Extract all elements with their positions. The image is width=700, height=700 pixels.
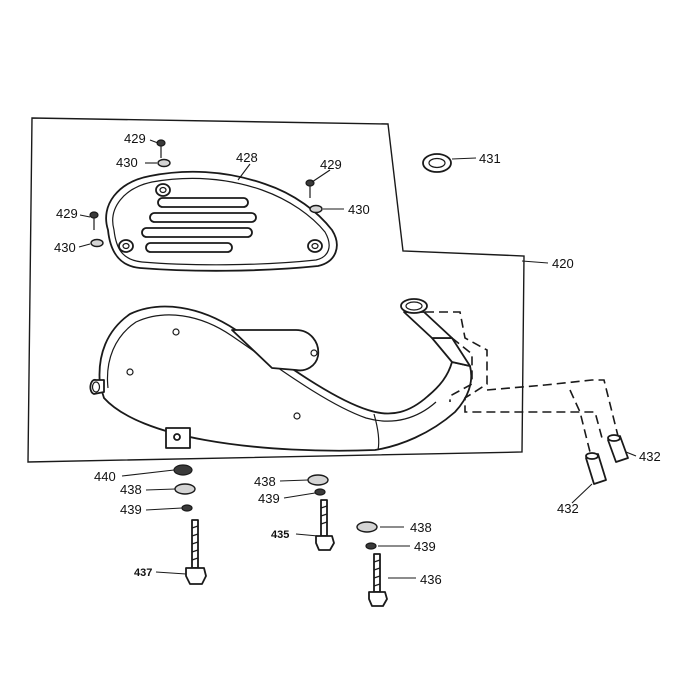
callout-438-right: 438 — [410, 520, 432, 535]
washer-430-right-icon — [309, 204, 323, 214]
screw-429-left-icon — [89, 211, 99, 230]
callout-430-top: 430 — [116, 155, 138, 170]
callout-432-left: 432 — [557, 501, 579, 516]
washer-438-left-icon — [174, 483, 196, 495]
callout-439-mid: 439 — [258, 491, 280, 506]
callout-438-mid: 438 — [254, 474, 276, 489]
rubber-plug-left-icon — [585, 452, 607, 485]
leader-lines — [78, 139, 637, 579]
muffler-body — [89, 298, 473, 452]
nut-440-icon — [173, 464, 193, 476]
washer-430-left-icon — [90, 238, 104, 248]
callout-431: 431 — [479, 151, 501, 166]
lock-washer-439-mid-icon — [314, 488, 326, 496]
lock-washer-439-right-icon — [365, 542, 377, 550]
callout-435: 435 — [271, 529, 289, 541]
callout-429-right: 429 — [320, 157, 342, 172]
callout-428: 428 — [236, 150, 258, 165]
callout-432-right: 432 — [639, 449, 661, 464]
callout-437: 437 — [134, 567, 152, 579]
callout-430-left: 430 — [54, 240, 76, 255]
callout-438-left: 438 — [120, 482, 142, 497]
lock-washer-439-left-icon — [181, 504, 193, 512]
callout-439-right: 439 — [414, 539, 436, 554]
bolt-437-icon — [185, 519, 207, 585]
callout-420: 420 — [552, 256, 574, 271]
heat-shield — [105, 170, 338, 272]
bolt-435-icon — [315, 499, 335, 551]
rubber-plug-right-icon — [607, 434, 629, 463]
bolt-436-icon — [368, 553, 388, 607]
callout-436: 436 — [420, 572, 442, 587]
gasket-ring-icon — [422, 153, 452, 173]
callout-430-right: 430 — [348, 202, 370, 217]
pipe-routing-dashed — [425, 311, 619, 453]
washer-438-right-icon — [356, 521, 378, 533]
screw-429-right-icon — [305, 179, 315, 198]
washer-430-top-icon — [157, 158, 171, 168]
screw-429-top-icon — [156, 139, 166, 158]
washer-438-mid-icon — [307, 474, 329, 486]
callout-429-left: 429 — [56, 206, 78, 221]
callout-440: 440 — [94, 469, 116, 484]
callout-429-top: 429 — [124, 131, 146, 146]
assembly-frame — [27, 117, 525, 463]
callout-439-left: 439 — [120, 502, 142, 517]
